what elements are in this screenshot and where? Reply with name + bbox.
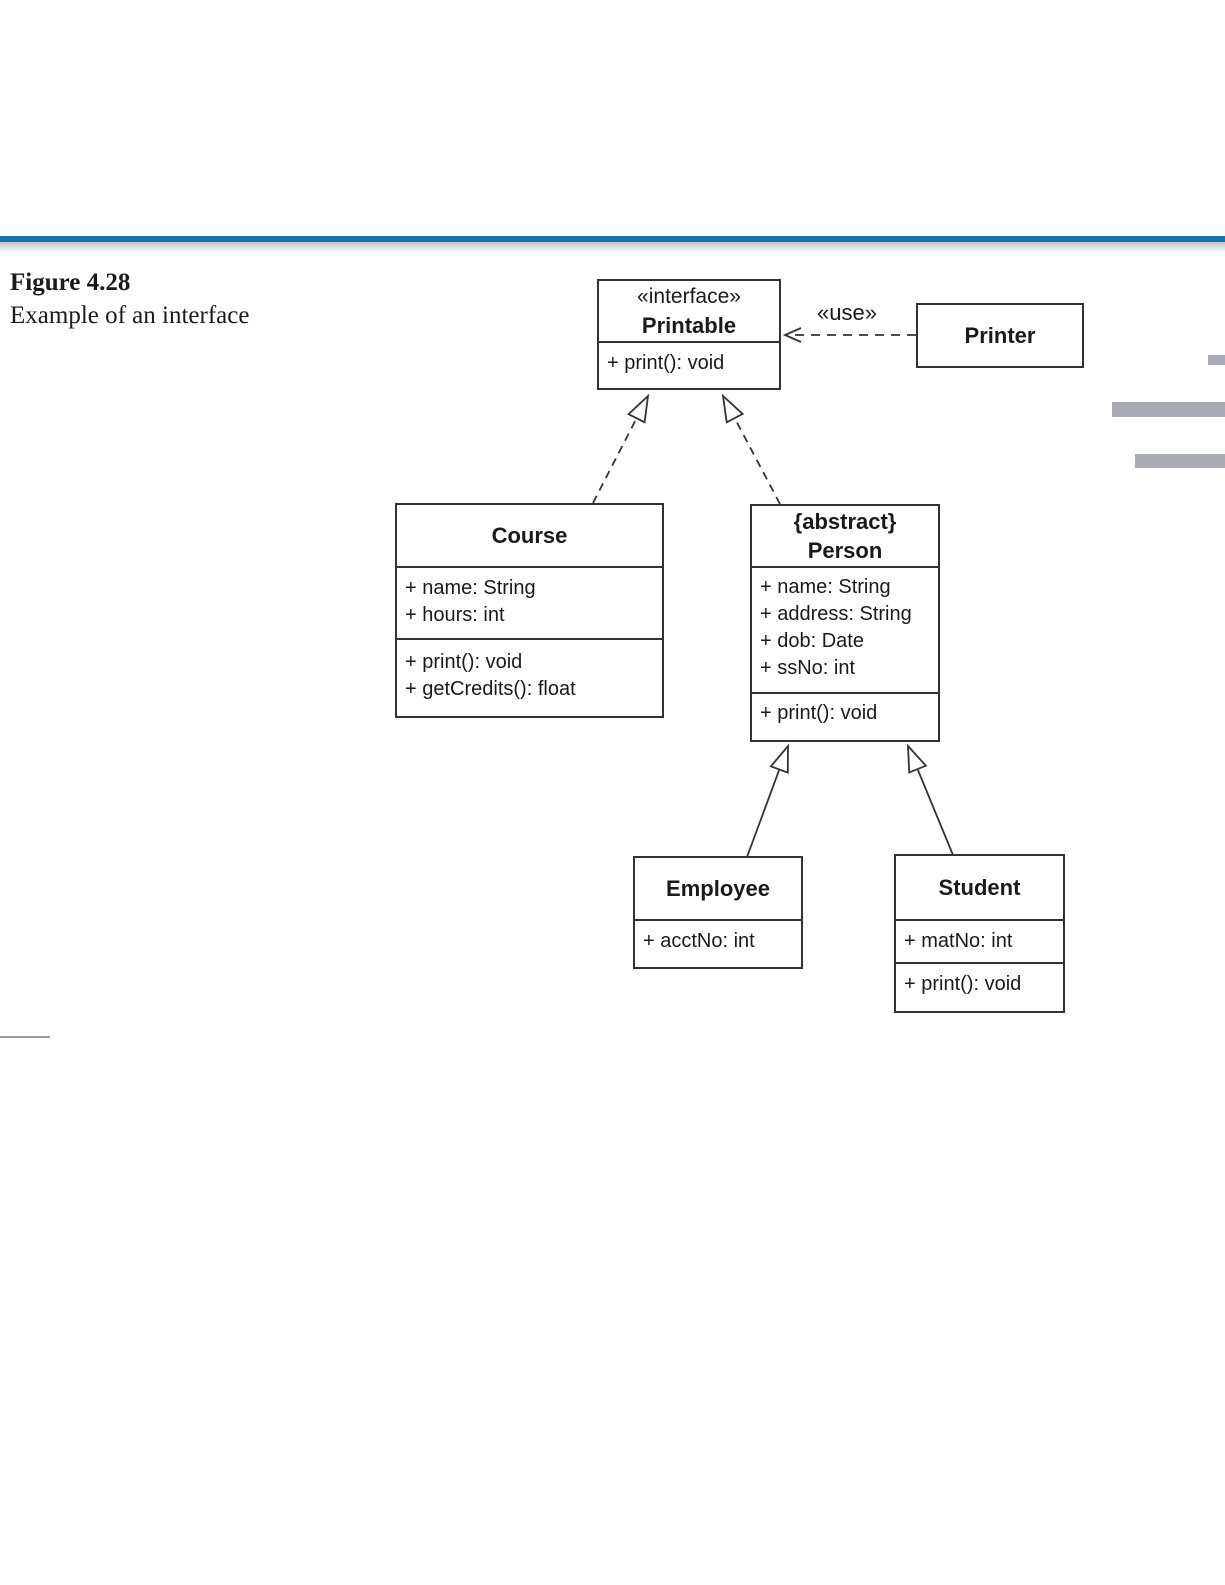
realization-person-printable [723, 396, 781, 505]
attribute: + ssNo: int [760, 657, 856, 679]
realization-course-printable [592, 396, 648, 504]
class-name: Person [807, 538, 883, 563]
class-name: Printable [641, 313, 737, 338]
class-header: {abstract} Person [752, 506, 938, 568]
uml-class-person: {abstract} Person + name: String + addre… [750, 504, 940, 742]
attribute: + address: String [760, 603, 912, 625]
class-attributes: + name: String + address: String + dob: … [752, 568, 938, 694]
generalization-employee-person [746, 746, 788, 858]
uml-class-course: Course + name: String + hours: int + pri… [395, 503, 664, 718]
operation: + print(): void [904, 973, 1022, 995]
margin-bar-lower [1135, 454, 1225, 468]
class-header: Printer [918, 305, 1082, 366]
figure-number: Figure 4.28 [10, 269, 131, 296]
class-attributes: + matNo: int [896, 921, 1063, 964]
use-stereotype-label: «use» [817, 300, 877, 325]
class-operations: + print(): void [896, 964, 1063, 1007]
operation: + print(): void [405, 651, 523, 673]
class-stereotype: «interface» [637, 285, 741, 308]
class-attributes: + acctNo: int [635, 921, 801, 963]
generalization-student-person [908, 746, 954, 856]
operation: + getCredits(): float [405, 678, 576, 700]
class-header: «interface» Printable [599, 281, 779, 343]
attribute: + hours: int [405, 604, 505, 626]
class-attributes: + name: String + hours: int [397, 568, 662, 640]
operation: + print(): void [607, 352, 725, 374]
class-header: Student [896, 856, 1063, 921]
attribute: + dob: Date [760, 630, 864, 652]
operation: + print(): void [760, 702, 878, 724]
class-operations: + print(): void [599, 343, 779, 386]
class-header: Employee [635, 858, 801, 921]
page-accent-rule [0, 236, 1225, 242]
class-name: Student [938, 875, 1021, 900]
margin-bar-small [1208, 355, 1225, 365]
class-name: Course [491, 523, 568, 548]
attribute: + name: String [405, 577, 536, 599]
class-name: Employee [666, 876, 770, 901]
class-header: Course [397, 505, 662, 568]
uml-class-student: Student + matNo: int + print(): void [894, 854, 1065, 1013]
class-operations: + print(): void + getCredits(): float [397, 640, 662, 712]
page-edge-rule [0, 1036, 50, 1038]
attribute: + acctNo: int [643, 930, 755, 952]
uml-class-employee: Employee + acctNo: int [633, 856, 803, 969]
class-operations: + print(): void [752, 694, 938, 736]
attribute: + matNo: int [904, 930, 1013, 952]
class-stereotype: {abstract} [793, 509, 897, 534]
page-accent-rule-shadow [0, 242, 1225, 253]
uml-class-printable: «interface» Printable + print(): void [597, 279, 781, 390]
figure-subtitle: Example of an interface [10, 302, 250, 329]
class-name: Printer [964, 323, 1036, 348]
margin-bar-medium [1112, 402, 1225, 417]
figure-caption: Figure 4.28 Example of an interface [10, 266, 249, 332]
attribute: + name: String [760, 576, 891, 598]
uml-class-printer: Printer [916, 303, 1084, 368]
